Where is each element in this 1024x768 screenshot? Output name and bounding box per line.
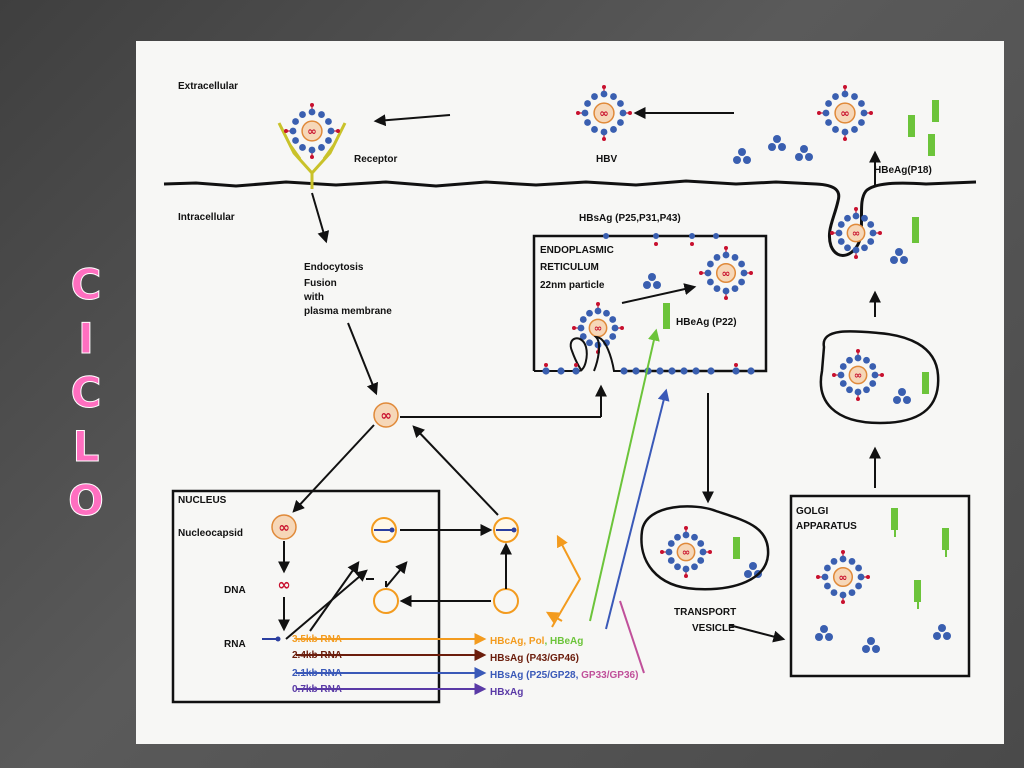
svg-text:∞: ∞ bbox=[839, 571, 848, 584]
capsid-core: ∞ bbox=[373, 402, 399, 428]
pregenome-capsid bbox=[371, 517, 397, 543]
virion: ∞ bbox=[699, 246, 753, 300]
virion: ∞ bbox=[572, 302, 624, 354]
hbeag-p22-label: HBeAg (P22) bbox=[676, 317, 737, 328]
dna-label: DNA bbox=[224, 585, 246, 596]
svg-text:∞: ∞ bbox=[840, 106, 850, 120]
empty-capsid bbox=[373, 588, 399, 614]
endocytosis-label-1: Endocytosis bbox=[304, 262, 364, 273]
endoplasmic-reticulum bbox=[532, 234, 768, 373]
endocytosis-label-4: plasma membrane bbox=[304, 306, 392, 317]
title-letter: I bbox=[78, 314, 95, 364]
virion: ∞ bbox=[816, 550, 870, 604]
golgi-box bbox=[789, 494, 971, 678]
flow-arrow bbox=[385, 561, 408, 588]
svg-text:∞: ∞ bbox=[277, 575, 290, 594]
extracellular-label: Extracellular bbox=[178, 81, 238, 92]
receptor bbox=[277, 122, 347, 189]
er-label-line2: RETICULUM bbox=[540, 262, 599, 273]
er-arrow bbox=[621, 283, 697, 304]
rna-symbol bbox=[262, 636, 281, 642]
nucleus-label: NUCLEUS bbox=[178, 495, 227, 506]
golgi-label-1: GOLGI bbox=[796, 506, 828, 517]
virion: ∞ bbox=[284, 103, 340, 159]
virion: ∞ bbox=[660, 526, 712, 578]
product-pol: , Pol bbox=[523, 636, 544, 647]
particle-cluster bbox=[795, 145, 813, 161]
secretory-vesicle bbox=[819, 330, 940, 425]
particle-cluster bbox=[643, 273, 661, 289]
virion: ∞ bbox=[817, 85, 873, 141]
hbeag-p18-label: HBeAg(P18) bbox=[874, 165, 932, 176]
svg-text:∞: ∞ bbox=[307, 124, 317, 138]
product-hbeag: , HBeAg bbox=[544, 636, 583, 647]
er-label-line1: ENDOPLASMIC bbox=[540, 245, 614, 256]
particle-cluster bbox=[744, 562, 762, 578]
product-hbsag-p25: HBsAg (P25/GP28, bbox=[490, 670, 581, 681]
product-hbcag-line: HBcAg, Pol, HBeAg bbox=[490, 636, 583, 647]
endocytosis-label-3: with bbox=[303, 292, 324, 303]
hbsag-top-label: HBsAg (P25,P31,P43) bbox=[579, 213, 681, 224]
particle-cluster bbox=[862, 637, 880, 653]
rna-24-label: 2.4kb RNA bbox=[292, 650, 342, 661]
svg-text:∞: ∞ bbox=[594, 324, 602, 335]
particle-cluster bbox=[815, 625, 833, 641]
svg-text:∞: ∞ bbox=[854, 371, 862, 382]
title-letter: O bbox=[68, 476, 105, 526]
rna-07-label: 0.7kb RNA bbox=[292, 684, 342, 695]
product-hbxag: HBxAg bbox=[490, 687, 523, 698]
nucleus-box bbox=[171, 489, 441, 704]
particle-cluster bbox=[768, 135, 786, 151]
transport-label-1: TRANSPORT bbox=[674, 607, 736, 618]
product-hbcag: HBcAg bbox=[490, 636, 523, 647]
slide-title: C I C L O bbox=[58, 258, 114, 528]
title-letter: C bbox=[70, 368, 102, 418]
nucleocapsid-label: Nucleocapsid bbox=[178, 528, 243, 539]
endocytosis-label-2: Fusion bbox=[304, 278, 337, 289]
pregenome-capsid bbox=[493, 517, 519, 543]
rna-21-label: 2.1kb RNA bbox=[292, 668, 342, 679]
receptor-label: Receptor bbox=[354, 154, 397, 165]
virion: ∞ bbox=[576, 85, 632, 141]
svg-text:∞: ∞ bbox=[380, 408, 392, 424]
er-membrane-particles bbox=[542, 233, 755, 375]
cell-membrane bbox=[163, 179, 977, 257]
svg-text:∞: ∞ bbox=[852, 229, 860, 240]
title-letter: L bbox=[72, 422, 100, 472]
title-letter: C bbox=[70, 260, 102, 310]
hbeag-bars bbox=[663, 100, 949, 609]
svg-text:∞: ∞ bbox=[682, 548, 690, 559]
svg-text:∞: ∞ bbox=[278, 520, 290, 536]
product-hbsag-p25-line: HBsAg (P25/GP28, GP33/GP36) bbox=[490, 670, 638, 681]
er-label-line3: 22nm particle bbox=[540, 280, 605, 291]
transport-label-2: VESICLE bbox=[692, 623, 735, 634]
transport-vesicle bbox=[640, 505, 770, 591]
particle-cluster bbox=[733, 148, 751, 164]
particle-cluster bbox=[893, 388, 911, 404]
product-gp33: GP33/GP36) bbox=[581, 670, 638, 681]
dna-core: ∞ bbox=[277, 575, 290, 594]
particle-cluster bbox=[890, 248, 908, 264]
flow-arrows bbox=[278, 107, 881, 643]
rna-label: RNA bbox=[224, 639, 246, 650]
hbv-lifecycle-panel: Extracellular Intracellular Receptor HBV… bbox=[136, 41, 1004, 744]
virion: ∞ bbox=[832, 349, 884, 401]
intracellular-label: Intracellular bbox=[178, 212, 235, 223]
product-hbsag-p43: HBsAg (P43/GP46) bbox=[490, 653, 579, 664]
hbv-label: HBV bbox=[596, 154, 617, 165]
particle-cluster bbox=[933, 624, 951, 640]
svg-text:∞: ∞ bbox=[722, 267, 731, 280]
rna-35-label: 3.5kb RNA bbox=[292, 634, 342, 645]
hbv-lifecycle-diagram: Extracellular Intracellular Receptor HBV… bbox=[163, 81, 977, 704]
capsid-core: ∞ bbox=[271, 514, 297, 540]
rna-product-arrows bbox=[296, 328, 670, 695]
golgi-label-2: APPARATUS bbox=[796, 521, 857, 532]
virion: ∞ bbox=[830, 207, 882, 259]
empty-capsid bbox=[493, 588, 519, 614]
svg-text:∞: ∞ bbox=[599, 106, 609, 120]
